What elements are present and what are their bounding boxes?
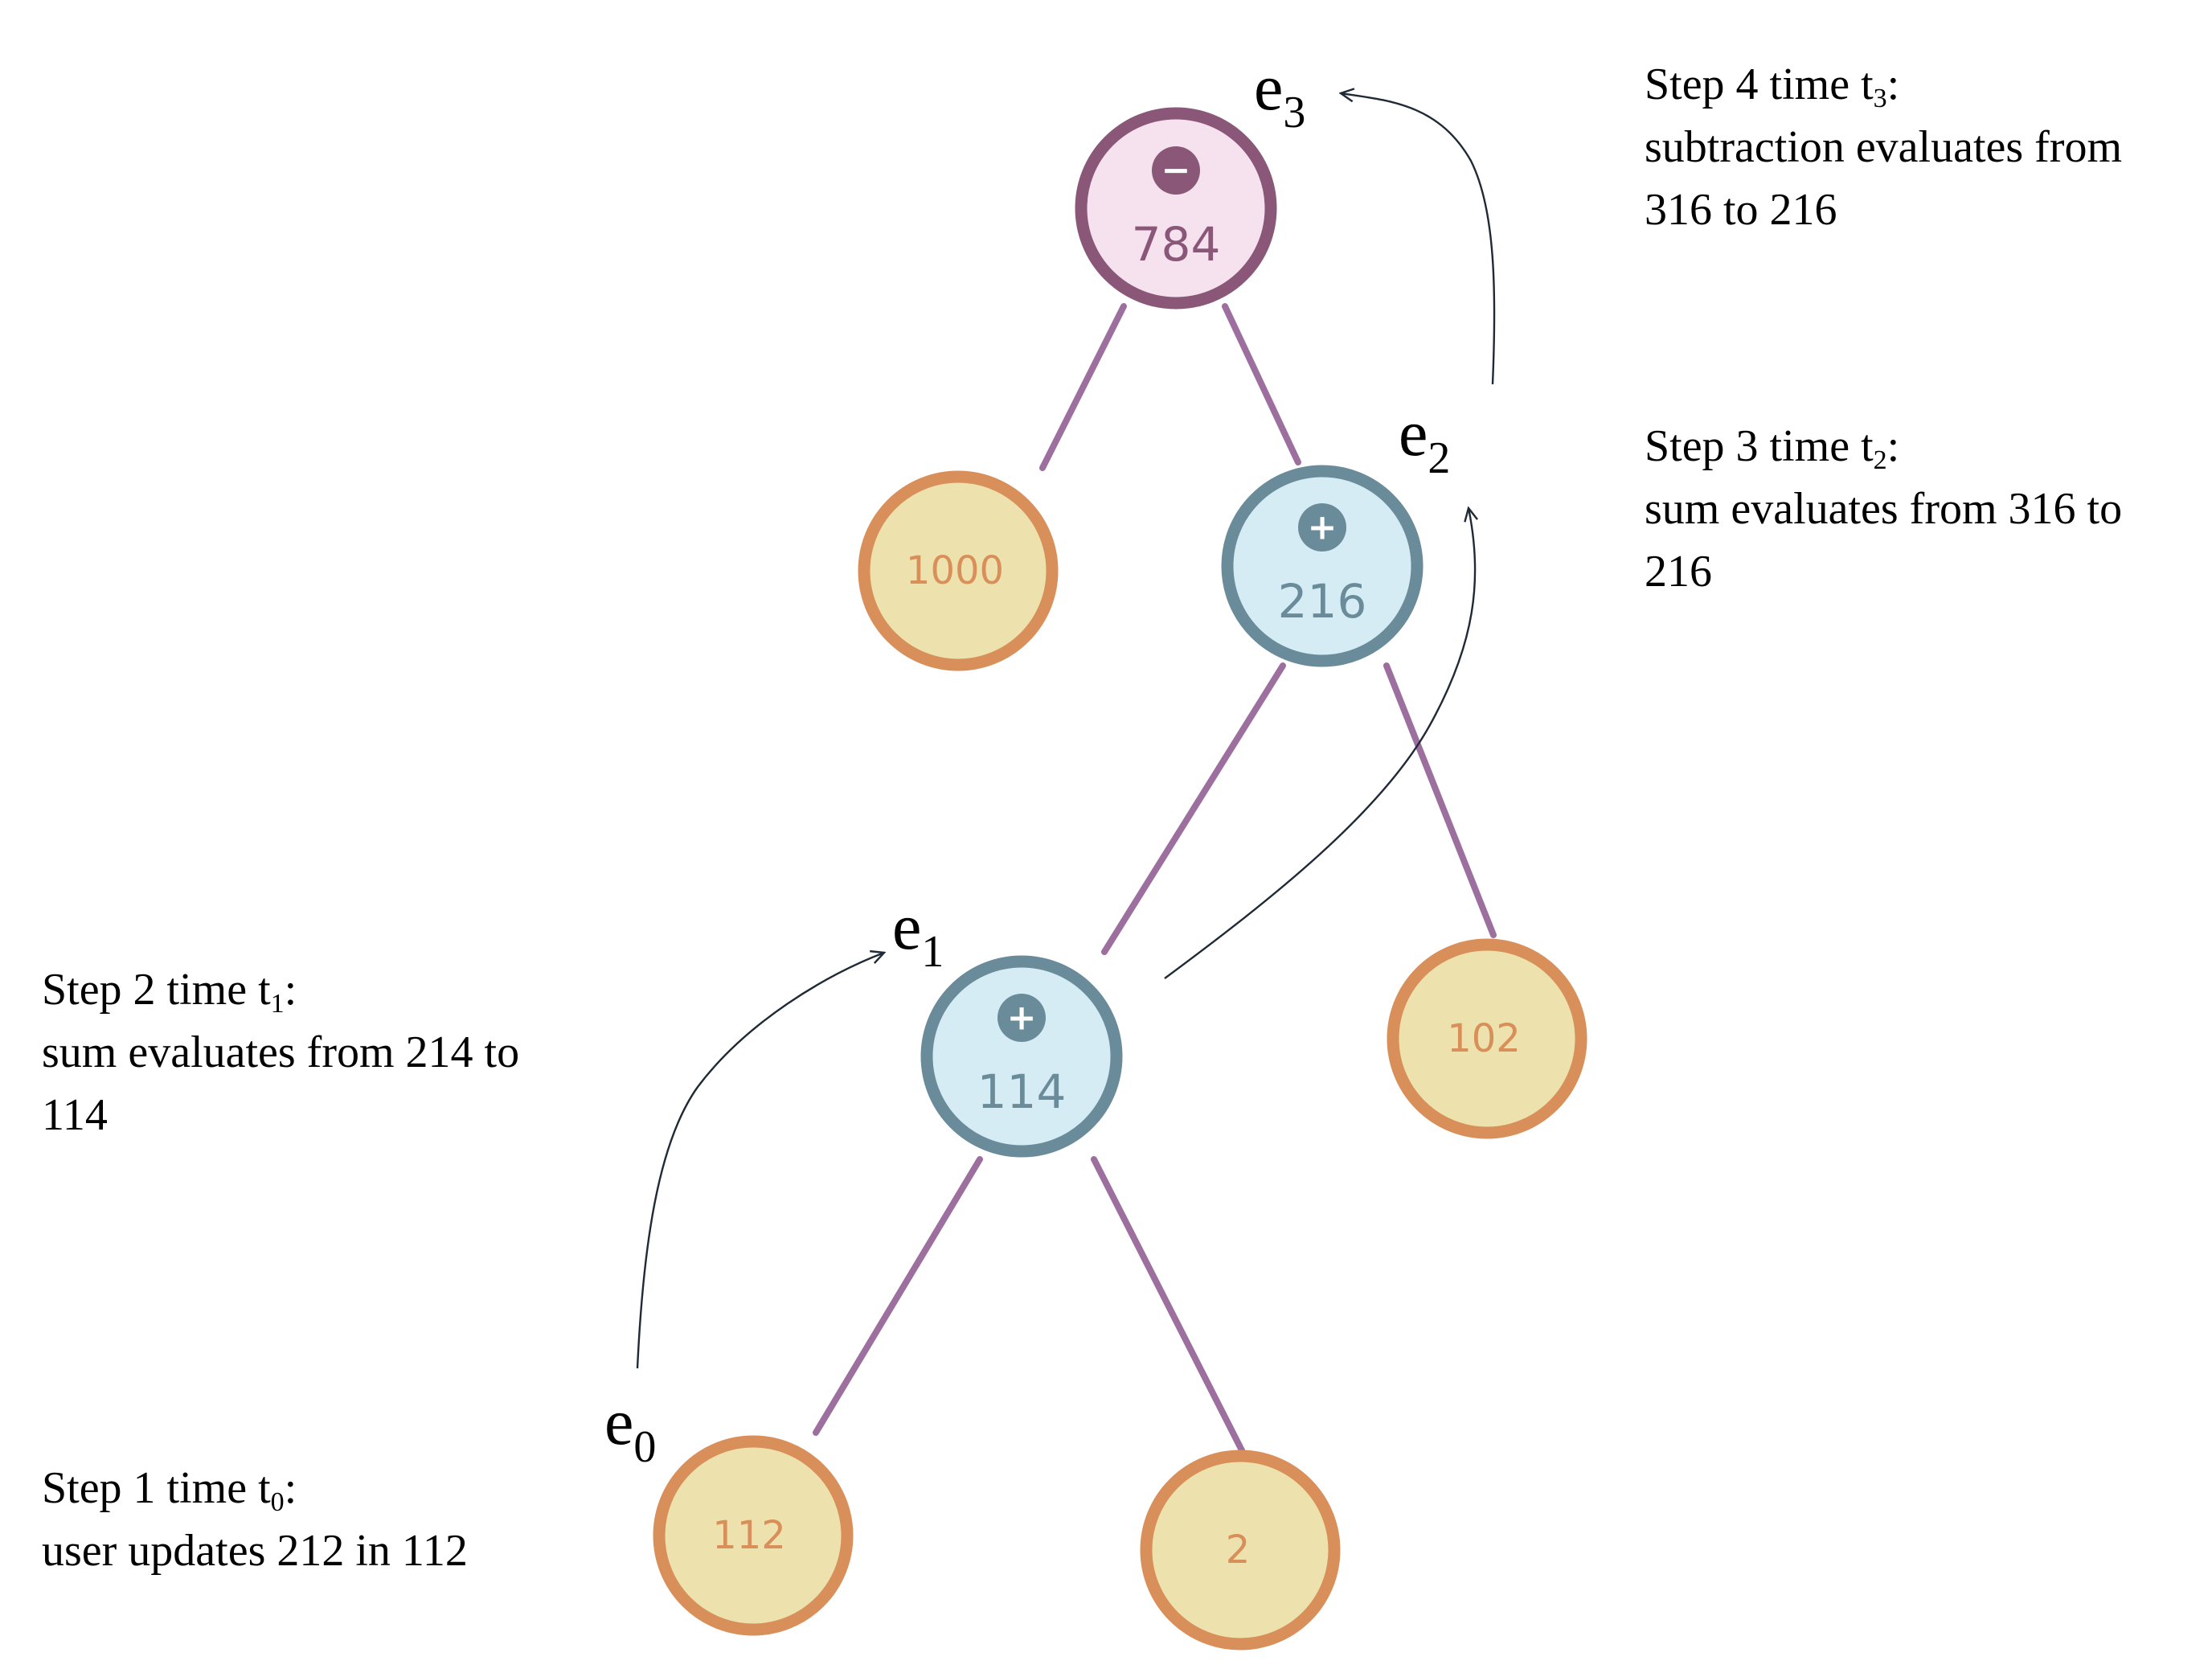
step-3-heading: Step 3 time t2: (1645, 421, 1900, 475)
edge-sum-top-to-102 (1383, 662, 1497, 938)
node-value-112: 112 (712, 1513, 786, 1558)
svg-text:+: + (1308, 507, 1337, 548)
step-1-annotation: Step 1 time t0: user updates 212 in 112 (42, 1457, 468, 1582)
minus-icon: − (1152, 146, 1200, 195)
node-value-2: 2 (1226, 1528, 1251, 1573)
edge-sum-bottom-to-2 (1091, 1156, 1246, 1455)
edge-sum-top-to-sum-bottom (1101, 662, 1286, 955)
step-2-line-2: sum evaluates from 214 to (42, 1027, 520, 1077)
step-4-line-2: subtraction evaluates from (1645, 122, 2123, 172)
step-4-line-3: 316 to 216 (1645, 185, 1837, 235)
event-label-e1: e1 (892, 890, 944, 977)
edge-sum-bottom-to-112 (813, 1156, 983, 1436)
step-2-line-3: 114 (42, 1090, 108, 1140)
step-4-annotation: Step 4 time t3: subtraction evaluates fr… (1645, 53, 2122, 241)
event-label-e0: e0 (604, 1385, 657, 1472)
leaf-node-102: 102 (1387, 938, 1587, 1139)
node-value-784: 784 (1132, 217, 1221, 272)
node-value-216: 216 (1278, 574, 1367, 629)
node-value-102: 102 (1447, 1016, 1521, 1061)
leaf-node-1000: 1000 (858, 470, 1059, 671)
event-label-e3: e3 (1254, 51, 1306, 137)
plus-icon: + (997, 994, 1046, 1042)
svg-text:+: + (1007, 998, 1037, 1039)
step-2-annotation: Step 2 time t1: sum evaluates from 214 t… (42, 958, 519, 1146)
step-3-line-3: 216 (1645, 547, 1712, 597)
step-3-annotation: Step 3 time t2: sum evaluates from 316 t… (1645, 415, 2122, 603)
leaf-node-2: 2 (1140, 1450, 1341, 1651)
arrow-e0-to-e1 (636, 953, 884, 1369)
sum-node-216: + 216 (1221, 465, 1423, 667)
sum-node-114: + 114 (920, 955, 1123, 1158)
step-1-line-2: user updates 212 in 112 (42, 1526, 468, 1576)
leaf-node-112: 112 (653, 1435, 854, 1636)
step-2-heading: Step 2 time t1: (42, 965, 297, 1019)
node-value-114: 114 (977, 1064, 1067, 1119)
arrow-e2-to-e3 (1341, 93, 1496, 385)
root-subtraction-node: − 784 (1075, 107, 1277, 310)
edge-root-to-1000 (1039, 303, 1127, 471)
svg-text:−: − (1161, 150, 1191, 191)
step-3-line-2: sum evaluates from 316 to (1645, 484, 2123, 534)
tree-edges (813, 303, 1497, 1455)
event-label-e2: e2 (1399, 396, 1451, 483)
step-4-heading: Step 4 time t3: (1645, 59, 1900, 113)
node-value-1000: 1000 (906, 548, 1004, 593)
arrow-e1-to-e2 (1164, 508, 1475, 979)
plus-icon: + (1298, 503, 1346, 552)
edge-root-to-sum-top (1222, 303, 1301, 465)
step-1-heading: Step 1 time t0: (42, 1463, 297, 1517)
propagation-arrows (636, 93, 1496, 1369)
